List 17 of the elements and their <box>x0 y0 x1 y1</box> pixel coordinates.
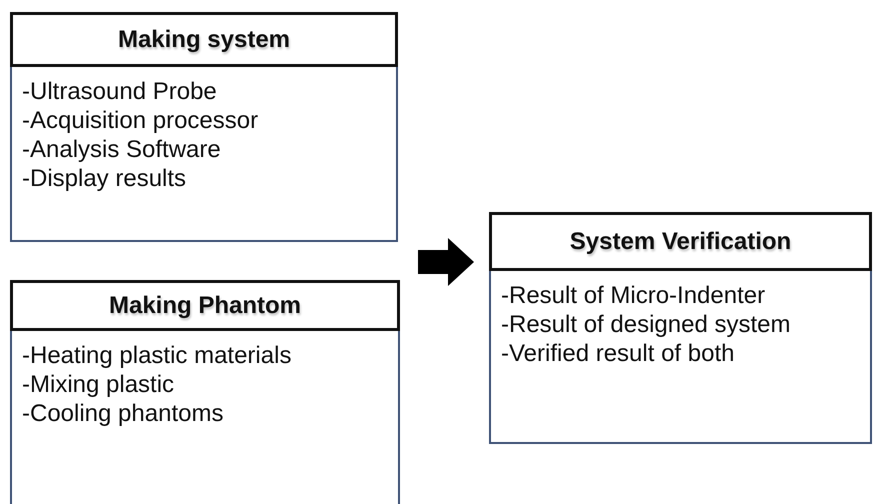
process-card <box>10 12 398 242</box>
process-card <box>489 212 872 444</box>
list-item: -Analysis Software <box>22 135 222 164</box>
list-item: -Cooling phantoms <box>22 399 224 428</box>
block-arrow <box>418 238 474 286</box>
card-heading: System Verification <box>489 212 872 271</box>
list-item: -Acquisition processor <box>22 106 260 135</box>
card-heading: Making system <box>10 12 398 67</box>
card-heading: Making Phantom <box>10 280 400 331</box>
list-item: -Ultrasound Probe <box>22 77 218 106</box>
process-card <box>10 280 400 504</box>
list-item: -Result of Micro-Indenter <box>501 281 766 310</box>
list-item: -Result of designed system <box>501 310 792 339</box>
list-item: -Display results <box>22 164 188 193</box>
list-item: -Verified result of both <box>501 339 736 368</box>
list-item: -Mixing plastic <box>22 370 176 399</box>
list-item: -Heating plastic materials <box>22 341 292 370</box>
